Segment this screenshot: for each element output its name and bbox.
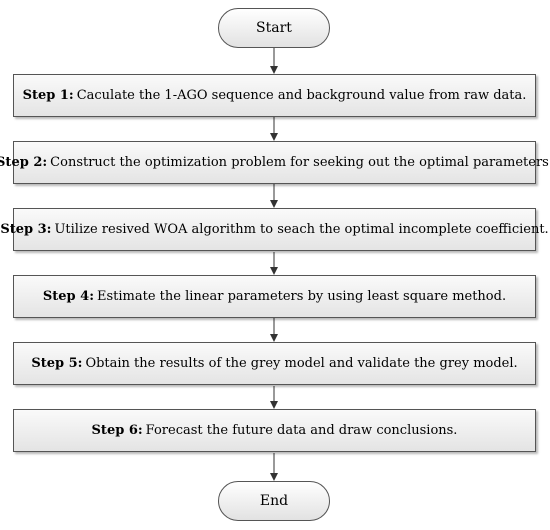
step-4-label: Step 4: [42, 289, 95, 304]
end-terminal: End [218, 481, 330, 521]
step-2-box: Step 2: Construct the optimization probl… [0, 141, 550, 184]
step-5-text: Obtain the results of the grey model and… [85, 356, 518, 371]
step-1-label: Step 1: [22, 88, 74, 103]
step-4-text: Estimate the linear parameters by using … [97, 289, 507, 304]
step-6-text: Forecast the future data and draw conclu… [145, 423, 458, 438]
step-1-box: Step 1: Caculate the 1-AGO sequence and … [13, 74, 536, 117]
start-label: Start [256, 20, 292, 36]
step-3-text: Utilize resived WOA algorithm to seach t… [54, 222, 549, 237]
step-6-label: Step 6: [91, 423, 143, 438]
step-6-box: Step 6: Forecast the future data and dra… [13, 409, 536, 452]
step-2-label: Step 2: [0, 155, 48, 170]
step-5-label: Step 5: [31, 356, 83, 371]
start-terminal: Start [218, 8, 330, 48]
step-4-box: Step 4: Estimate the linear parameters b… [13, 275, 536, 318]
step-5-box: Step 5: Obtain the results of the grey m… [13, 342, 536, 385]
step-2-text: Construct the optimization problem for s… [50, 155, 550, 170]
step-1-text: Caculate the 1-AGO sequence and backgrou… [76, 88, 527, 103]
end-label: End [259, 493, 289, 509]
step-3-label: Step 3: [0, 222, 52, 237]
step-3-box: Step 3: Utilize resived WOA algorithm to… [0, 208, 549, 251]
